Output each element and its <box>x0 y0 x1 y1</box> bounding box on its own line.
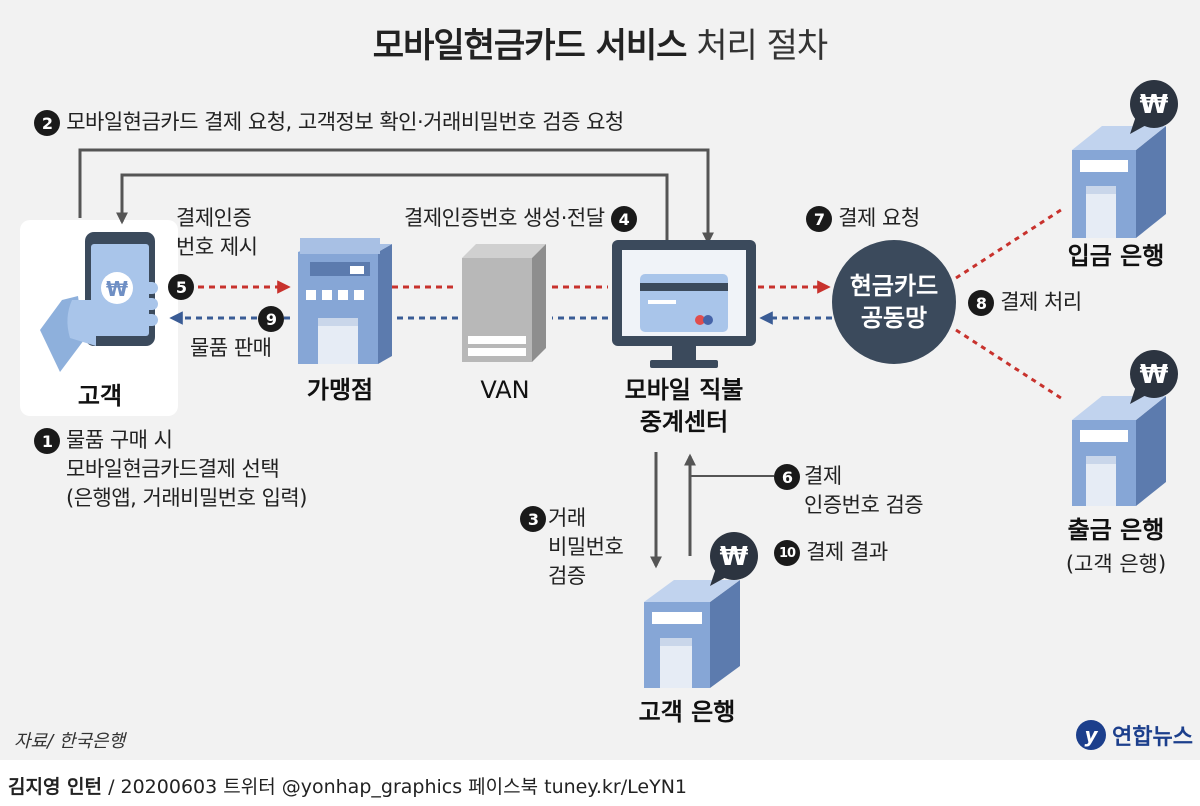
bank-building-icon <box>1072 126 1166 238</box>
merchant-label: 가맹점 <box>306 376 374 404</box>
cash-card-network-node: 현금카드 공동망 <box>832 240 956 364</box>
network-label-line2: 공동망 <box>860 304 928 332</box>
won-speech-bubble-icon: ₩ <box>1130 350 1178 404</box>
step2-badge: 2 <box>34 110 60 136</box>
step3-label: 거래 비밀번호 검증 <box>548 504 624 591</box>
credit-footer: 김지영 인턴 / 20200603 트위터 @yonhap_graphics 페… <box>8 772 687 799</box>
title-bold: 모바일현금카드 서비스 <box>372 26 688 66</box>
step4-text: 결제인증번호 생성·전달 <box>404 206 605 230</box>
step7-text: 결제 요청 <box>838 206 920 230</box>
step9-badge: 9 <box>258 306 284 332</box>
withdraw-bank-label: 출금 은행 <box>1067 516 1165 544</box>
step2-label: 2 모바일현금카드 결제 요청, 고객정보 확인·거래비밀번호 검증 요청 <box>34 108 624 137</box>
step1-text-line1: 물품 구매 시 <box>66 428 173 452</box>
withdraw-bank-sublabel: (고객 은행) <box>1065 552 1167 576</box>
source-note: 자료/ 한국은행 <box>14 731 126 752</box>
step8-label: 8 결제 처리 <box>968 288 1082 317</box>
step6-text-line2: 인증번호 검증 <box>804 493 924 517</box>
step4-badge: 4 <box>610 206 637 232</box>
customer-bank-label: 고객 은행 <box>638 698 736 726</box>
server-tower-icon <box>462 244 546 362</box>
step3-text-line3: 검증 <box>548 564 586 588</box>
bank-building-icon <box>644 580 740 688</box>
won-speech-bubble-icon: ₩ <box>1130 80 1178 134</box>
step3-text-line2: 비밀번호 <box>548 535 624 559</box>
step1-label: 물품 구매 시 모바일현금카드결제 선택 (은행앱, 거래비밀번호 입력) <box>66 426 307 513</box>
step9-label: 물품 판매 <box>190 336 272 360</box>
dash-network-deposit-bank <box>955 206 1065 280</box>
step1-badge: 1 <box>34 428 60 454</box>
step3-badge: 3 <box>520 506 546 532</box>
step8-badge: 8 <box>968 290 994 316</box>
step5-text-line1: 결제인증 <box>176 206 252 230</box>
step10-label: 10 결제 결과 <box>774 538 888 567</box>
hand-holding-phone-icon: ₩ <box>40 232 158 372</box>
footer-author: 김지영 인턴 <box>8 776 103 798</box>
yonhap-logo-text: 연합뉴스 <box>1112 725 1193 750</box>
step6-badge: 6 <box>774 464 800 490</box>
bank-building-icon <box>1072 396 1166 506</box>
step5-badge: 5 <box>168 274 194 300</box>
center-label: 모바일 직불 중계센터 <box>604 374 764 438</box>
step6-label: 결제 인증번호 검증 <box>804 462 924 520</box>
center-label-line2: 중계센터 <box>639 408 729 436</box>
step2-text: 모바일현금카드 결제 요청, 고객정보 확인·거래비밀번호 검증 요청 <box>66 110 624 134</box>
title-light: 처리 절차 <box>696 26 828 66</box>
step10-badge: 10 <box>774 540 800 566</box>
store-building-icon <box>298 238 392 364</box>
monitor-card-icon <box>612 240 756 368</box>
footer-rest: / 20200603 트위터 @yonhap_graphics 페이스북 tun… <box>108 776 687 798</box>
svg-text:₩: ₩ <box>720 542 749 572</box>
yonhap-logo: y 연합뉴스 <box>1076 718 1193 752</box>
page-title: 모바일현금카드 서비스 처리 절차 <box>0 18 1200 67</box>
svg-text:₩: ₩ <box>1140 360 1169 390</box>
won-speech-bubble-icon: ₩ <box>710 532 758 586</box>
step3-text-line1: 거래 <box>548 506 586 530</box>
customer-label: 고객 <box>77 382 123 410</box>
step4-label: 결제인증번호 생성·전달 4 <box>404 204 637 233</box>
step6-text-line1: 결제 <box>804 464 842 488</box>
arrow-step2 <box>78 148 714 245</box>
van-label: VAN <box>480 376 530 404</box>
step1-text-line3: (은행앱, 거래비밀번호 입력) <box>66 486 307 510</box>
deposit-bank-label: 입금 은행 <box>1067 242 1165 270</box>
step7-badge: 7 <box>806 206 832 232</box>
svg-text:₩: ₩ <box>106 277 128 301</box>
step8-text: 결제 처리 <box>1000 290 1082 314</box>
step7-label: 7 결제 요청 <box>806 204 920 233</box>
arrow-step4 <box>116 173 669 240</box>
network-label-line1: 현금카드 <box>849 272 939 300</box>
step5-label: 결제인증 번호 제시 <box>176 204 258 262</box>
step5-text-line2: 번호 제시 <box>176 235 258 259</box>
step10-text: 결제 결과 <box>806 540 888 564</box>
step1-text-line2: 모바일현금카드결제 선택 <box>66 457 280 481</box>
yonhap-logo-icon: y <box>1076 720 1106 750</box>
center-label-line1: 모바일 직불 <box>624 376 744 404</box>
dash-network-withdraw-bank <box>955 328 1065 402</box>
footer-bar <box>0 760 1200 806</box>
svg-text:₩: ₩ <box>1140 90 1169 120</box>
